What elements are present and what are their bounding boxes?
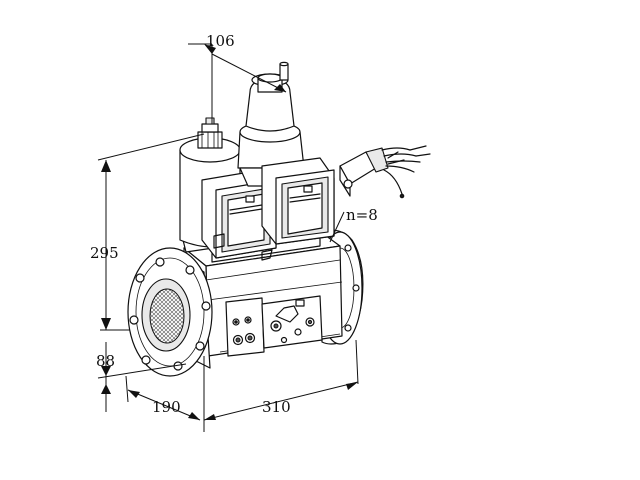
dim-label-length: 310 <box>262 398 291 416</box>
right-actuator-cover <box>261 157 335 261</box>
pin-count-label: n=8 <box>346 206 378 224</box>
dim-label-height-lower: 88 <box>96 352 115 370</box>
dimension-lines <box>97 43 359 432</box>
valve-assembly <box>127 61 431 377</box>
connection-plate <box>225 295 323 357</box>
dim-label-top-width: 106 <box>206 32 235 50</box>
dim-label-height-total: 295 <box>90 244 119 262</box>
flange-bolt-icon <box>155 257 165 267</box>
left-indicator-icon <box>245 195 255 203</box>
dim-label-depth: 190 <box>152 398 181 416</box>
vent-nipple-icon <box>279 63 289 81</box>
left-actuator-cover <box>201 169 277 259</box>
inlet-strainer-icon <box>149 288 185 344</box>
front-flange <box>127 247 213 377</box>
dimension-labels: 106 295 88 190 310 n=8 <box>90 32 378 416</box>
plug-connector <box>339 145 431 199</box>
right-indicator-icon <box>303 185 313 193</box>
flow-arrow-icon <box>261 249 273 261</box>
